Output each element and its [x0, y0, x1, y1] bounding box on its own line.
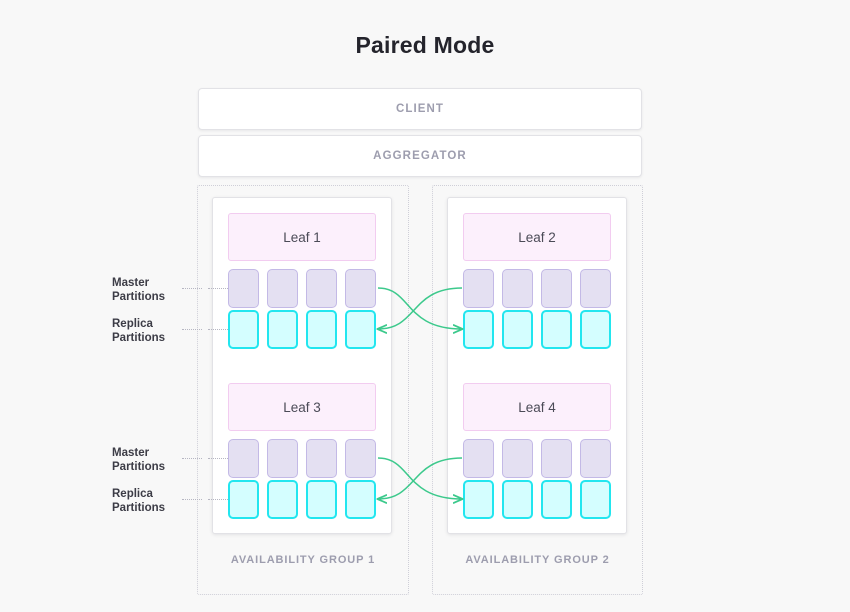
leader-stub-replica-top	[182, 329, 202, 330]
leaf3-replica-partition-4[interactable]	[345, 480, 376, 519]
leaf4-replica-partition-3[interactable]	[541, 480, 572, 519]
leaf3-master-partition-1[interactable]	[228, 439, 259, 478]
leaf-1-label: Leaf 1	[283, 229, 321, 245]
leader-line-replica-top	[208, 329, 228, 330]
leader-stub-replica-bottom	[182, 499, 202, 500]
leaf1-replica-partition-3[interactable]	[306, 310, 337, 349]
leaf4-master-partition-3[interactable]	[541, 439, 572, 478]
replica-label-line-2: Partitions	[112, 332, 166, 344]
leaf1-master-partition-4[interactable]	[345, 269, 376, 308]
leaf2-master-partition-2[interactable]	[502, 269, 533, 308]
availability-group-1-container: AVAILABILITY GROUP 1	[197, 185, 409, 595]
leaf3-replica-partition-2[interactable]	[267, 480, 298, 519]
availability-group-1-label: AVAILABILITY GROUP 1	[230, 554, 376, 566]
leaf-3-box[interactable]: Leaf 3	[228, 383, 376, 431]
leaf2-replica-partition-4[interactable]	[580, 310, 611, 349]
master-label-line-1: Master	[112, 277, 150, 289]
leaf2-master-partition-3[interactable]	[541, 269, 572, 308]
leaf4-replica-partition-1[interactable]	[463, 480, 494, 519]
leaf1-replica-partition-1[interactable]	[228, 310, 259, 349]
master-partitions-label-bottom: Master Partitions	[112, 446, 207, 474]
leaf-2-label: Leaf 2	[518, 229, 556, 245]
leaf3-master-partition-4[interactable]	[345, 439, 376, 478]
leaf3-replica-partition-1[interactable]	[228, 480, 259, 519]
master-label-line-1-b: Master	[112, 447, 150, 459]
page-title: Paired Mode	[355, 32, 495, 58]
leaf-2-box[interactable]: Leaf 2	[463, 213, 611, 261]
leader-line-replica-bottom	[208, 499, 228, 500]
aggregator-tier-box[interactable]: AGGREGATOR	[198, 135, 642, 177]
leaf4-master-partition-2[interactable]	[502, 439, 533, 478]
leaf1-replica-partition-2[interactable]	[267, 310, 298, 349]
leaf1-master-partition-3[interactable]	[306, 269, 337, 308]
client-tier-label: CLIENT	[395, 103, 445, 115]
leaf2-master-partition-1[interactable]	[463, 269, 494, 308]
master-label-line-2-b: Partitions	[112, 461, 166, 473]
availability-group-2-label: AVAILABILITY GROUP 2	[465, 554, 610, 566]
leaf2-master-partition-4[interactable]	[580, 269, 611, 308]
leaf2-replica-partition-1[interactable]	[463, 310, 494, 349]
leader-line-master-top	[208, 288, 228, 289]
leaf1-master-partition-1[interactable]	[228, 269, 259, 308]
leaf1-master-partition-2[interactable]	[267, 269, 298, 308]
replica-partitions-label-top: Replica Partitions	[112, 317, 207, 345]
leaf3-master-partition-2[interactable]	[267, 439, 298, 478]
aggregator-tier-label: AGGREGATOR	[373, 150, 467, 162]
leaf1-replica-partition-4[interactable]	[345, 310, 376, 349]
leaf-1-box[interactable]: Leaf 1	[228, 213, 376, 261]
leaf4-replica-partition-2[interactable]	[502, 480, 533, 519]
master-partitions-label-top: Master Partitions	[112, 276, 207, 304]
leader-line-master-bottom	[208, 458, 228, 459]
client-tier-box[interactable]: CLIENT	[198, 88, 642, 130]
leaf-3-label: Leaf 3	[283, 399, 321, 415]
leaf4-replica-partition-4[interactable]	[580, 480, 611, 519]
leader-stub-master-bottom	[182, 458, 202, 459]
availability-group-2-container: AVAILABILITY GROUP 2	[432, 185, 643, 595]
master-label-line-2: Partitions	[112, 291, 166, 303]
leader-stub-master-top	[182, 288, 202, 289]
replica-label-line-1: Replica	[112, 318, 153, 330]
leaf2-replica-partition-2[interactable]	[502, 310, 533, 349]
leaf-4-label: Leaf 4	[518, 399, 556, 415]
leaf2-replica-partition-3[interactable]	[541, 310, 572, 349]
leaf-4-box[interactable]: Leaf 4	[463, 383, 611, 431]
replica-partitions-label-bottom: Replica Partitions	[112, 487, 207, 515]
leaf4-master-partition-4[interactable]	[580, 439, 611, 478]
leaf3-replica-partition-3[interactable]	[306, 480, 337, 519]
leaf3-master-partition-3[interactable]	[306, 439, 337, 478]
replica-label-line-2-b: Partitions	[112, 502, 166, 514]
leaf4-master-partition-1[interactable]	[463, 439, 494, 478]
replica-label-line-1-b: Replica	[112, 488, 153, 500]
